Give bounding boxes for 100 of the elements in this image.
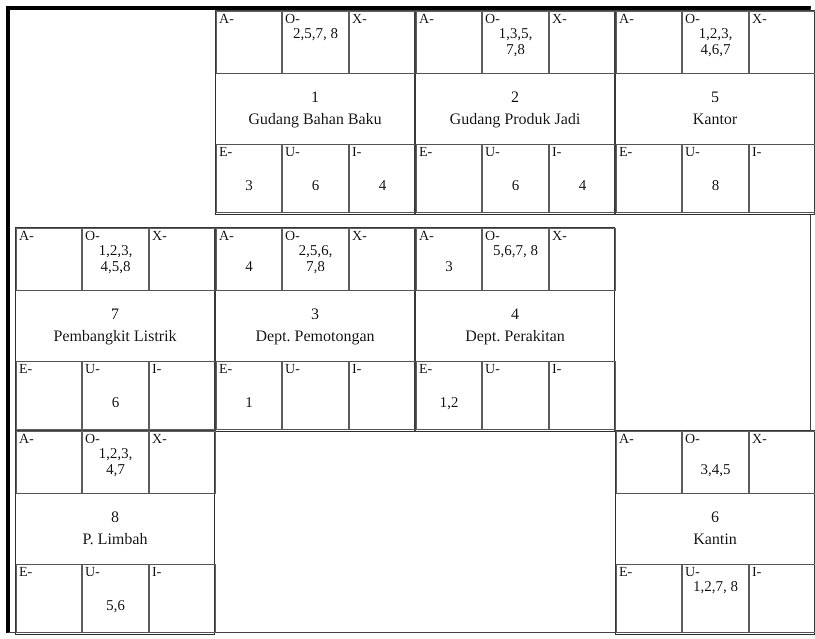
department-list: 1,2,3, 4,6,7	[689, 26, 742, 58]
relationship-cell	[749, 431, 815, 494]
relationship-cell	[82, 361, 149, 430]
relationship-code: E-	[419, 362, 432, 377]
department-list: 4	[556, 178, 609, 194]
department-number: 7	[111, 305, 119, 325]
relationship-code: O-	[285, 12, 300, 27]
relationship-cell	[282, 228, 349, 291]
relationship-code: X-	[552, 229, 567, 244]
relationship-code: A-	[219, 12, 234, 27]
department-number: 1	[311, 88, 319, 108]
relationship-code: O-	[685, 12, 700, 27]
relationship-code: O-	[485, 12, 500, 27]
department-name: Dept. Perakitan	[465, 327, 565, 347]
department-list: 2,5,7, 8	[289, 26, 342, 42]
relationship-code: E-	[219, 145, 232, 160]
department-list: 3	[223, 178, 275, 194]
relationship-cell	[16, 564, 82, 633]
relationship-code: E-	[19, 565, 32, 580]
department-number: 4	[511, 305, 519, 325]
relationship-code: O-	[685, 432, 700, 447]
relationship-cell	[616, 11, 682, 74]
department-list: 1,3,5, 7,8	[489, 26, 542, 58]
relationship-code: U-	[285, 362, 300, 377]
department-block	[415, 227, 615, 432]
department-list: 2,5,6, 7,8	[289, 243, 342, 275]
relationship-code: I-	[552, 145, 562, 160]
department-number: 2	[511, 88, 519, 108]
relationship-code: X-	[752, 12, 767, 27]
relationship-code: U-	[485, 362, 500, 377]
relationship-cell	[549, 228, 616, 291]
department-list: 3,4,5	[689, 462, 742, 478]
department-name: Kantin	[693, 530, 737, 550]
relationship-cell	[216, 11, 282, 74]
department-number: 6	[711, 508, 719, 528]
relationship-cell	[482, 228, 549, 291]
relationship-cell	[749, 144, 815, 213]
relationship-cell	[282, 361, 349, 430]
relationship-cell	[616, 431, 682, 494]
department-list: 5,6,7, 8	[489, 243, 542, 259]
relationship-code: A-	[419, 12, 434, 27]
department-name: P. Limbah	[82, 530, 148, 550]
department-list: 5,6	[89, 598, 142, 614]
department-block	[215, 227, 415, 432]
relationship-cell	[682, 144, 749, 213]
relationship-code: E-	[219, 362, 232, 377]
department-block	[215, 10, 415, 215]
department-list: 1,2,3, 4,7	[89, 446, 142, 478]
department-name: Gudang Bahan Baku	[248, 110, 382, 130]
relationship-cell	[482, 144, 549, 213]
relationship-code: A-	[619, 432, 634, 447]
relationship-code: I-	[752, 565, 762, 580]
relationship-cell	[16, 431, 82, 494]
department-number: 5	[711, 88, 719, 108]
relationship-cell	[416, 228, 482, 291]
department-name: Pembangkit Listrik	[53, 327, 177, 347]
relationship-code: X-	[752, 432, 767, 447]
relationship-cell	[149, 564, 216, 633]
relationship-code: A-	[419, 229, 434, 244]
department-block	[415, 10, 615, 215]
relationship-code: O-	[285, 229, 300, 244]
department-list: 1,2,7, 8	[689, 579, 742, 595]
relationship-code: X-	[352, 12, 367, 27]
relationship-cell	[682, 11, 749, 74]
relationship-code: X-	[152, 229, 167, 244]
department-block	[15, 227, 215, 432]
relationship-code: O-	[485, 229, 500, 244]
department-block	[615, 430, 815, 635]
department-block	[15, 430, 215, 635]
relationship-code: U-	[285, 145, 300, 160]
relationship-cell	[616, 144, 682, 213]
relationship-cell	[749, 11, 815, 74]
relationship-cell	[282, 11, 349, 74]
department-list: 1	[223, 395, 275, 411]
relationship-cell	[216, 228, 282, 291]
department-name: Gudang Produk Jadi	[450, 110, 580, 130]
relationship-code: X-	[152, 432, 167, 447]
relationship-code: U-	[685, 145, 700, 160]
relationship-code: I-	[752, 145, 762, 160]
relationship-code: U-	[85, 362, 100, 377]
department-number: 3	[311, 305, 319, 325]
relationship-cell	[749, 564, 815, 633]
relationship-code: X-	[552, 12, 567, 27]
department-list: 8	[689, 178, 742, 194]
relationship-code: E-	[619, 565, 632, 580]
relationship-code: O-	[85, 229, 100, 244]
relationship-cell	[682, 431, 749, 494]
department-list: 4	[223, 259, 275, 275]
relationship-code: A-	[619, 12, 634, 27]
relationship-cell	[416, 144, 482, 213]
relationship-code: X-	[352, 229, 367, 244]
relationship-code: I-	[152, 362, 162, 377]
relationship-code: I-	[552, 362, 562, 377]
relationship-code: U-	[485, 145, 500, 160]
relationship-cell	[216, 144, 282, 213]
relationship-code: A-	[19, 432, 34, 447]
relationship-code: A-	[19, 229, 34, 244]
relationship-cell	[16, 361, 82, 430]
relationship-code: O-	[85, 432, 100, 447]
relationship-cell	[82, 228, 149, 291]
